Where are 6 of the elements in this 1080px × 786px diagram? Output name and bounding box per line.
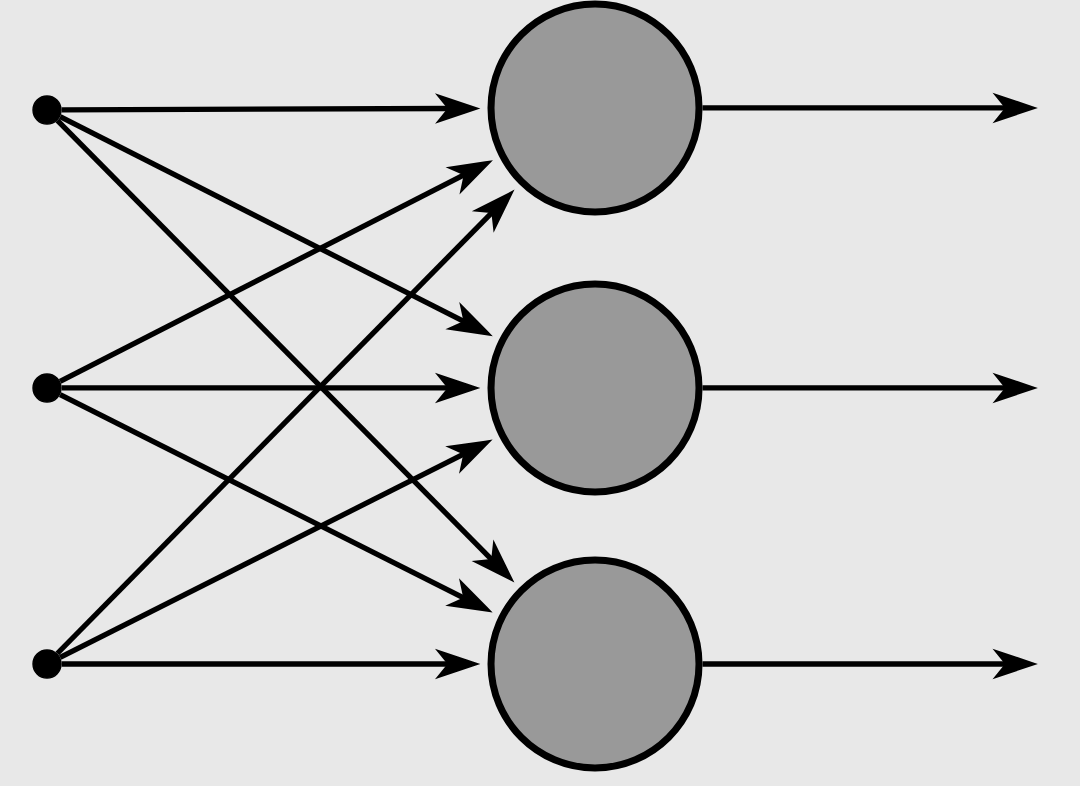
neuron-circle bbox=[487, 556, 703, 772]
neuron-circle bbox=[487, 280, 703, 496]
neuron-circle bbox=[487, 0, 703, 216]
input-dot bbox=[32, 373, 62, 403]
input-dot bbox=[32, 95, 62, 125]
input-dot bbox=[32, 649, 62, 679]
